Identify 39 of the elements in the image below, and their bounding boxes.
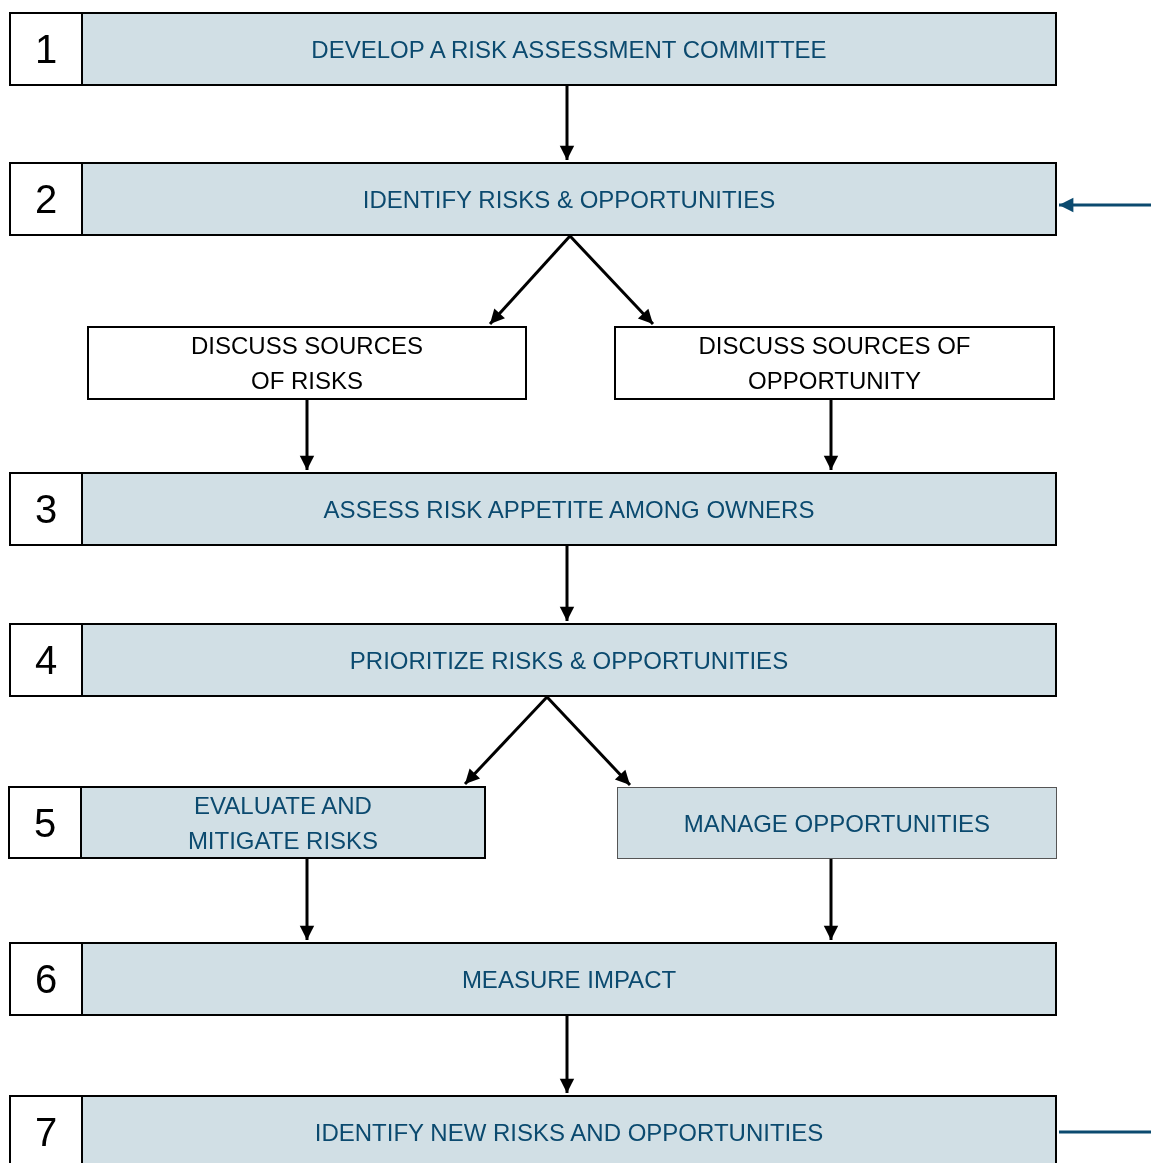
process-box — [617, 787, 1057, 859]
arrow — [559, 1016, 575, 1094]
arrow — [823, 859, 839, 941]
arrow — [823, 400, 839, 471]
step-label: MEASURE IMPACT — [461, 964, 677, 995]
arrow — [568, 234, 655, 326]
step-label: MANAGE OPPORTUNITIES — [683, 808, 991, 839]
step-label: DEVELOP A RISK ASSESSMENT COMMITTEE — [311, 34, 827, 65]
process-box — [614, 326, 1055, 400]
step-box — [9, 623, 1057, 697]
step-number: 4 — [34, 640, 58, 680]
step-number: 5 — [33, 802, 57, 843]
step-box — [9, 1095, 1057, 1163]
step-box — [9, 162, 1057, 236]
step-label: EVALUATE AND MITIGATE RISKS — [186, 790, 380, 856]
arrow — [463, 695, 549, 786]
step-box — [9, 12, 1057, 86]
step-label: DISCUSS SOURCES OF RISKS — [189, 331, 424, 396]
process-box — [87, 326, 527, 400]
arrow — [299, 859, 315, 941]
arrow — [488, 235, 572, 325]
step-box — [9, 942, 1057, 1016]
step-box — [9, 472, 1057, 546]
step-box — [8, 786, 486, 859]
step-number: 1 — [34, 29, 58, 69]
step-label: IDENTIFY NEW RISKS AND OPPORTUNITIES — [314, 1117, 824, 1148]
step-label: PRIORITIZE RISKS & OPPORTUNITIES — [349, 645, 789, 676]
arrow — [545, 695, 632, 787]
arrow — [559, 86, 575, 161]
step-label: IDENTIFY RISKS & OPPORTUNITIES — [362, 184, 776, 215]
step-number: 7 — [34, 1112, 58, 1152]
step-number: 6 — [34, 959, 58, 999]
step-number: 3 — [34, 489, 58, 529]
arrow — [299, 400, 315, 471]
arrow — [1058, 197, 1151, 213]
arrow — [559, 546, 575, 622]
step-number: 2 — [34, 179, 58, 219]
step-label: DISCUSS SOURCES OF OPPORTUNITY — [697, 331, 972, 396]
step-label: ASSESS RISK APPETITE AMONG OWNERS — [323, 494, 815, 525]
